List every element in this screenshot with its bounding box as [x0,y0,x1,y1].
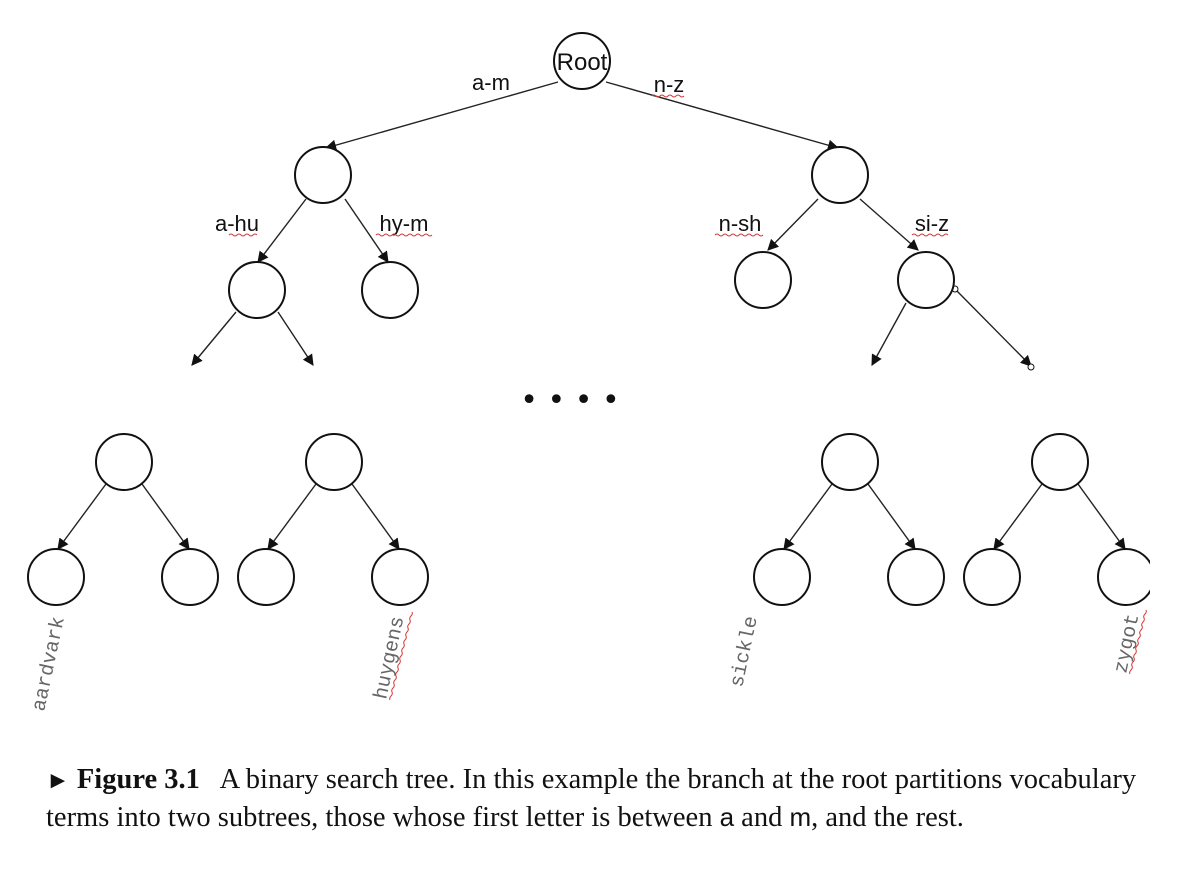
node-l1 [294,146,352,204]
leaf-label-sickle: sickle [726,614,763,689]
node-l2-ahu [228,261,286,319]
leaf-label-aardvark: aardvark [28,615,70,714]
edge-b1-left [57,483,107,550]
node-leaf-6 [887,548,945,606]
edge-label-n-sh: n-sh [719,211,762,236]
edge-label-n-z: n-z [654,72,685,97]
edge-b4-right [1077,483,1126,550]
node-b4 [1031,433,1089,491]
edge-b4-left [993,483,1043,550]
node-b3 [821,433,879,491]
edge-root-left [324,81,559,151]
node-b1 [95,433,153,491]
node-leaf-8 [1097,548,1150,606]
leaf-label-zygot: zygot [1110,612,1145,675]
node-leaf-1 [27,548,85,606]
leaf-label-huygens: huygens [370,614,410,701]
edge-label-hy-m: hy-m [380,211,429,236]
node-root [553,32,611,90]
edge-r1-nsh [767,198,819,251]
node-l2-hym [361,261,419,319]
caption-term-m: m [789,802,812,832]
edge-label-si-z: si-z [915,211,949,236]
spellcheck-huygens [389,611,413,701]
node-r2-nsh [734,251,792,309]
spellcheck-underlines [228,94,949,237]
figure-caption: ► Figure 3.1 A binary search tree. In th… [46,762,1156,836]
edge-r2-right [954,288,1032,367]
edge-b3-right [867,483,916,550]
edge-root-right [605,81,840,151]
edge-label-a-m: a-m [472,70,510,95]
caption-text-1: A binary search tree. In this example th… [46,764,1137,833]
edge-l2-left [191,311,237,366]
edge-b3-left [783,483,833,550]
edge-l2-right [277,311,314,366]
node-b2 [305,433,363,491]
tree-edges [57,81,1126,550]
caption-text-3: , and the rest. [811,802,964,833]
binary-search-tree-diagram: Root a-m n-z a-hu hy-m n-sh si-z • • • •… [27,32,1150,714]
edge-label-a-hu: a-hu [215,211,259,236]
node-leaf-5 [753,548,811,606]
node-r1 [811,146,869,204]
edge-b2-right [351,483,400,550]
caption-figure-label: Figure 3.1 [76,764,200,795]
edge-b1-right [141,483,190,550]
edge-r1-siz [859,198,919,251]
edge-r2-left [871,302,907,366]
node-leaf-2 [161,548,219,606]
caption-marker: ► [46,768,70,794]
tree-nodes [27,32,1150,606]
root-label: Root [557,49,608,76]
caption-text-2: and [734,802,790,833]
edge-l1-hym [344,198,389,263]
edge-b2-left [267,483,317,550]
edge-l1-ahu [257,198,307,263]
node-leaf-4 [371,548,429,606]
node-leaf-7 [963,548,1021,606]
ellipsis-dots: • • • • [520,383,619,418]
caption-term-a: a [719,802,735,832]
node-leaf-3 [237,548,295,606]
node-r2-siz [897,251,955,309]
edge-handle-end [1027,363,1035,371]
spellcheck-zygot [1129,609,1147,675]
